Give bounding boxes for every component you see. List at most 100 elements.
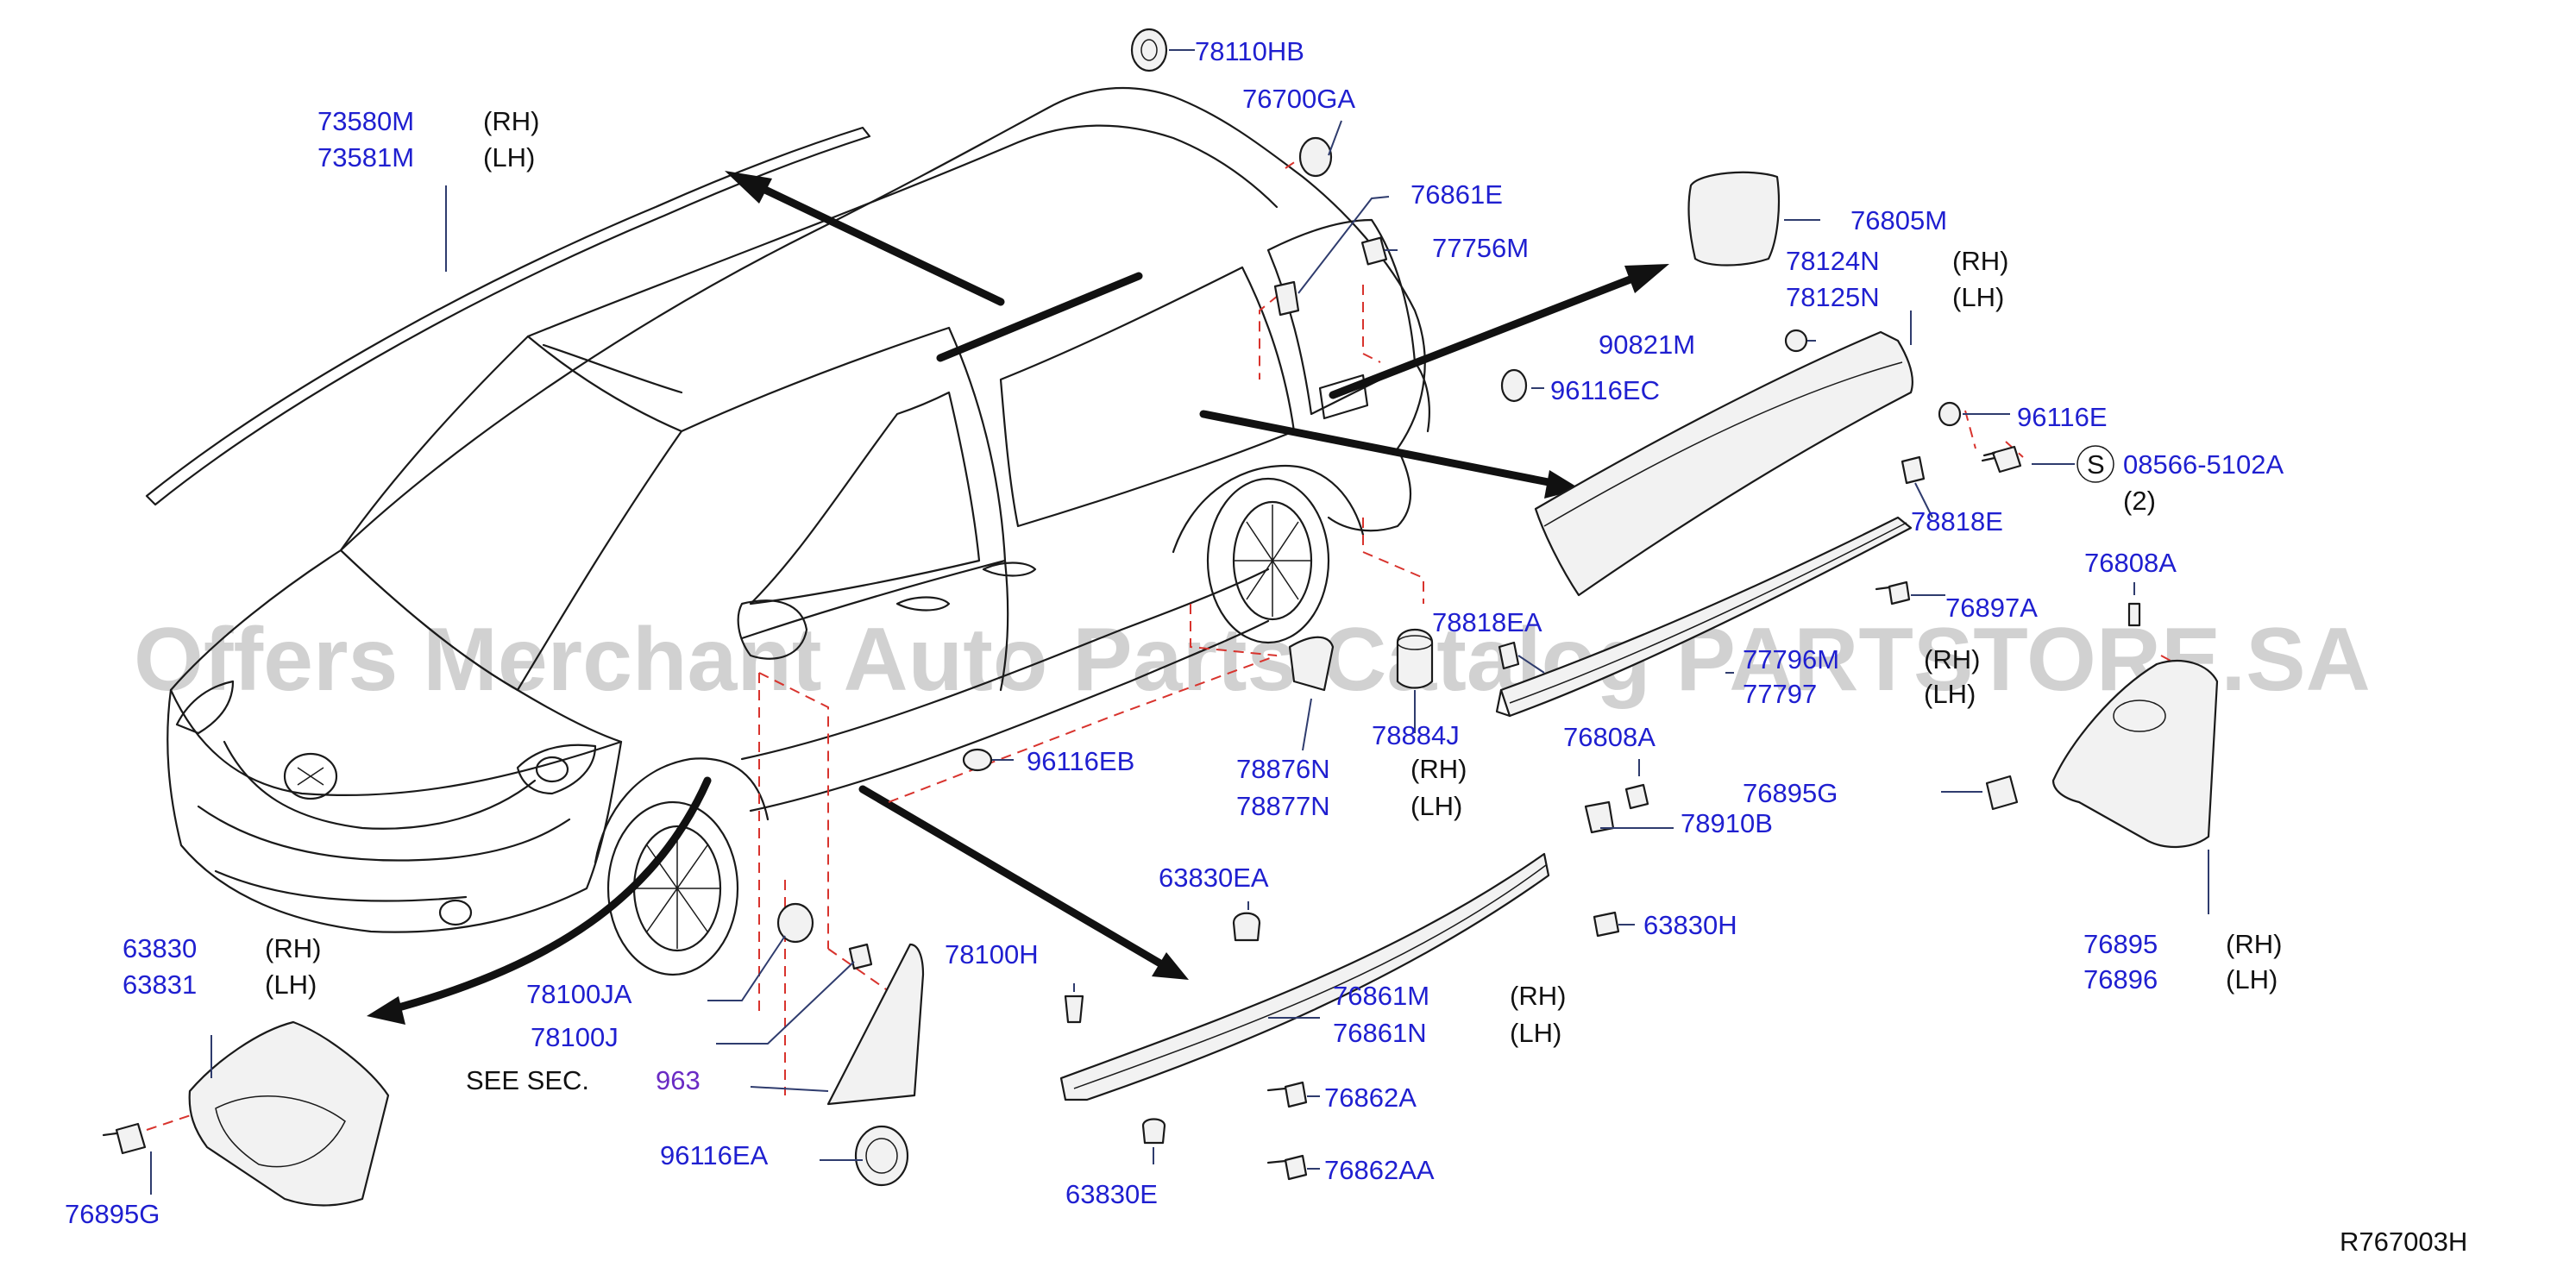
side-lh-78125N: (LH)	[1952, 282, 2004, 312]
side-lh-77797: (LH)	[1924, 679, 1976, 709]
seal-96116ea-icon	[854, 1125, 909, 1187]
label-78110HB[interactable]: 78110HB	[1195, 36, 1304, 66]
label-73580M[interactable]: 73580M	[317, 106, 414, 136]
side-rh-77796M: (RH)	[1924, 644, 1980, 675]
clip-63830e-icon	[1141, 1118, 1166, 1145]
clip-63830h-icon	[1593, 911, 1620, 938]
screw-icon	[1888, 580, 1911, 605]
bolt-icon	[1981, 445, 2022, 474]
label-78124N[interactable]: 78124N	[1786, 246, 1880, 276]
label-96116EB[interactable]: 96116EB	[1027, 746, 1134, 776]
roof-molding-part	[145, 126, 871, 506]
label-77796M[interactable]: 77796M	[1743, 644, 1839, 675]
label-63830H[interactable]: 63830H	[1643, 910, 1737, 940]
label-76861M[interactable]: 76861M	[1333, 981, 1429, 1011]
side-rh-76895: (RH)	[2226, 929, 2282, 959]
label-78876N[interactable]: 78876N	[1236, 754, 1330, 784]
label-76895G-right[interactable]: 76895G	[1743, 778, 1838, 808]
standard-part-icon	[2077, 445, 2114, 483]
push-clip-icon	[1901, 455, 1926, 485]
clip-icon	[1273, 280, 1300, 317]
label-76805M[interactable]: 76805M	[1850, 205, 1947, 235]
see-section-prefix: SEE SEC.	[466, 1065, 589, 1095]
fuel-lid-icon	[1687, 171, 1781, 267]
clip-78818ea-icon	[1498, 641, 1520, 670]
clip-78100j-icon	[848, 943, 873, 970]
label-76895[interactable]: 76895	[2083, 929, 2158, 959]
side-lh-63831: (LH)	[265, 969, 317, 1000]
label-78818EA[interactable]: 78818EA	[1432, 607, 1542, 637]
label-77797[interactable]: 77797	[1743, 679, 1817, 709]
grommet-78100ja-icon	[776, 902, 814, 944]
label-76862AA[interactable]: 76862AA	[1324, 1155, 1435, 1185]
label-73581M[interactable]: 73581M	[317, 142, 414, 173]
label-63831[interactable]: 63831	[123, 969, 197, 1000]
label-76700GA[interactable]: 76700GA	[1242, 84, 1355, 114]
screw-76862a-icon	[1284, 1081, 1308, 1108]
label-63830EA[interactable]: 63830EA	[1159, 863, 1269, 893]
label-76808A-top[interactable]: 76808A	[2084, 548, 2177, 578]
clip-78100h-icon	[1064, 995, 1084, 1024]
label-76808A[interactable]: 76808A	[1563, 722, 1656, 752]
label-63830E[interactable]: 63830E	[1065, 1179, 1158, 1209]
label-76862A[interactable]: 76862A	[1324, 1082, 1417, 1113]
label-96116EC[interactable]: 96116EC	[1550, 375, 1660, 405]
label-78910B[interactable]: 78910B	[1681, 808, 1773, 838]
label-78100JA[interactable]: 78100JA	[526, 979, 632, 1009]
seal-96116eb-icon	[962, 748, 993, 772]
label-77756M[interactable]: 77756M	[1432, 233, 1529, 263]
standard-part-symbol: S	[2087, 449, 2105, 480]
side-rh-73580M: (RH)	[483, 106, 539, 136]
mud-guard-left-icon	[188, 1020, 390, 1207]
label-78100J[interactable]: 78100J	[531, 1022, 619, 1052]
mud-guard-right-icon	[2051, 660, 2219, 849]
label-78884J[interactable]: 78884J	[1372, 720, 1460, 750]
label-90821M[interactable]: 90821M	[1599, 329, 1695, 360]
bumper-stop-icon	[1396, 629, 1434, 689]
label-76897A[interactable]: 76897A	[1945, 593, 2038, 623]
part-labels: 73580M (RH) 73581M (LH) 78110HB 76700GA …	[65, 36, 2467, 1257]
see-section-link[interactable]: 963	[656, 1065, 701, 1095]
label-96116E[interactable]: 96116E	[2017, 402, 2108, 432]
side-lh-78877N: (LH)	[1411, 791, 1462, 821]
pin-icon	[2127, 602, 2141, 627]
side-lh-73581M: (LH)	[483, 142, 535, 173]
square-seal-icon	[1360, 236, 1388, 266]
label-76895G-left[interactable]: 76895G	[65, 1199, 160, 1229]
label-78877N[interactable]: 78877N	[1236, 791, 1330, 821]
side-lh-76896: (LH)	[2226, 964, 2278, 995]
label-76861E[interactable]: 76861E	[1411, 179, 1503, 210]
round-pad-icon	[1298, 136, 1333, 178]
qty-08566: (2)	[2123, 486, 2156, 516]
label-78125N[interactable]: 78125N	[1786, 282, 1880, 312]
corner-finisher-icon	[826, 943, 925, 1106]
trim-piece-icon	[1288, 636, 1335, 692]
fastener-right-icon	[1985, 775, 2019, 811]
direction-arrows	[367, 171, 1669, 1025]
side-rh-63830: (RH)	[265, 933, 321, 963]
label-08566-5102A[interactable]: 08566-5102A	[2123, 449, 2284, 480]
oval-seal-icon	[1500, 368, 1528, 403]
label-76896[interactable]: 76896	[2083, 964, 2158, 995]
sill-molding-icon	[1059, 852, 1550, 1101]
label-78100H[interactable]: 78100H	[945, 939, 1039, 969]
label-96116EA[interactable]: 96116EA	[660, 1140, 769, 1170]
rear-molding-icon	[1534, 330, 1913, 597]
label-76861N[interactable]: 76861N	[1333, 1018, 1427, 1048]
leader-lines	[150, 49, 2209, 1195]
small-seal-icon	[1938, 401, 1962, 427]
clip-63830ea-icon	[1232, 912, 1261, 942]
label-78818E[interactable]: 78818E	[1911, 506, 2003, 536]
screw-76862aa-icon	[1284, 1154, 1308, 1181]
side-lh-76861N: (LH)	[1510, 1018, 1561, 1048]
part-graphics	[102, 28, 2219, 1207]
grommet-icon	[1130, 28, 1168, 72]
side-rh-76861M: (RH)	[1510, 981, 1566, 1011]
fastener-left-icon	[115, 1122, 147, 1155]
label-63830[interactable]: 63830	[123, 933, 197, 963]
pin-lower-icon	[1624, 783, 1649, 810]
side-rh-78124N: (RH)	[1952, 246, 2008, 276]
watermark: Offers Merchant Auto Parts Catalog PARTS…	[134, 610, 2371, 710]
side-rh-78876N: (RH)	[1411, 754, 1467, 784]
